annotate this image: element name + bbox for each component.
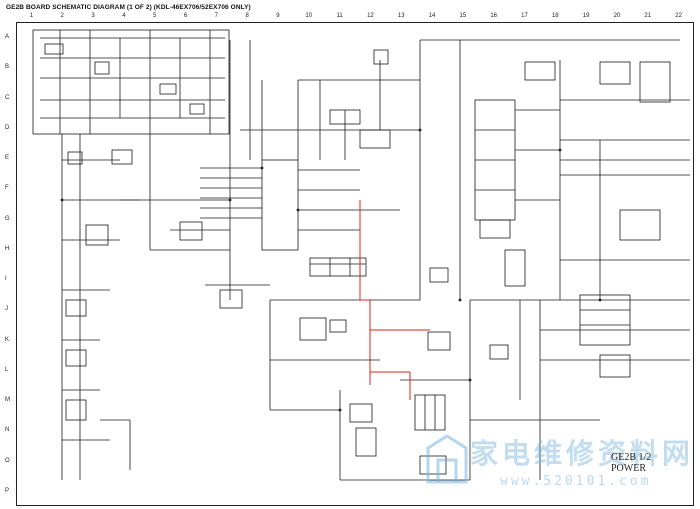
row-letter: G <box>5 215 10 222</box>
highlight-traces <box>359 200 430 400</box>
schematic-frame <box>16 22 694 506</box>
column-number: 19 <box>582 13 590 19</box>
junction-dots <box>60 128 602 412</box>
column-number: 3 <box>91 13 95 19</box>
diagram-title: GE2B BOARD SCHEMATIC DIAGRAM (1 OF 2) (K… <box>6 4 251 11</box>
row-letter: L <box>5 366 9 373</box>
regulator-block <box>579 294 631 346</box>
wiring <box>32 29 690 481</box>
column-number: 9 <box>276 13 280 19</box>
column-number: 2 <box>60 13 64 19</box>
row-letter: N <box>5 427 10 434</box>
column-number: 22 <box>675 13 682 19</box>
row-letter: B <box>5 64 10 71</box>
row-letter: O <box>5 457 10 464</box>
column-number: 13 <box>397 13 405 19</box>
control-ic <box>261 159 299 251</box>
column-number: 16 <box>490 13 498 19</box>
row-letter: J <box>5 306 8 313</box>
column-number: 12 <box>367 13 374 19</box>
row-letter: C <box>5 94 10 101</box>
column-number: 1 <box>29 13 34 19</box>
row-letter: M <box>5 397 10 404</box>
column-number: 10 <box>305 13 313 19</box>
column-number: 5 <box>153 13 157 19</box>
block-label-line2: POWER <box>611 463 646 474</box>
column-number: 11 <box>336 13 343 19</box>
column-number: 21 <box>644 13 652 19</box>
block-label: GE2B 1/2 POWER <box>611 452 651 474</box>
row-letter: F <box>5 185 9 192</box>
row-letter: A <box>5 34 10 41</box>
column-number: 6 <box>183 13 188 19</box>
column-number: 7 <box>214 13 218 19</box>
column-number: 18 <box>551 13 559 19</box>
watermark-logo-icon <box>426 434 468 484</box>
row-letter: I <box>5 276 7 283</box>
block-label-line1: GE2B 1/2 <box>611 452 652 463</box>
row-letter: P <box>5 487 10 494</box>
column-number: 20 <box>613 13 621 19</box>
input-filter-block <box>32 29 230 135</box>
row-letter: H <box>5 245 10 252</box>
row-ruler: A B C D E F G H I J K L M N O P <box>0 22 16 506</box>
column-number: 14 <box>428 13 436 19</box>
row-letter: D <box>5 124 10 131</box>
column-number: 17 <box>521 13 528 19</box>
watermark-text: 家电维修资料网 <box>470 437 695 470</box>
transformer <box>414 394 446 431</box>
column-number: 4 <box>122 13 126 19</box>
column-number: 8 <box>245 13 249 19</box>
watermark-url: www.520101.com <box>500 474 652 489</box>
column-number: 15 <box>459 13 467 19</box>
row-letter: E <box>5 155 10 162</box>
row-letter: K <box>5 336 10 343</box>
